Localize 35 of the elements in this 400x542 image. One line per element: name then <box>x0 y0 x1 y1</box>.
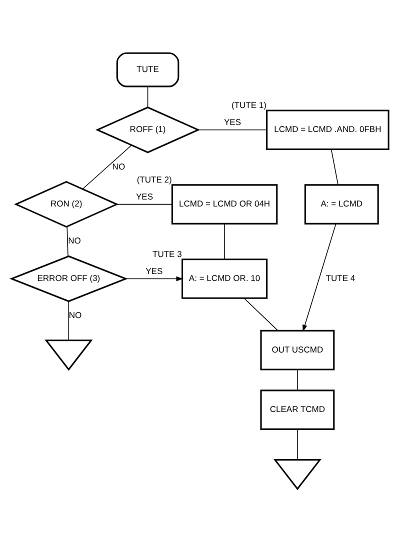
node-box: LCMD = LCMD .AND. 0FBH <box>266 110 390 150</box>
edge-label: YES <box>146 266 163 276</box>
edge-label: YES <box>224 117 242 128</box>
edge-label: TUTE 4 <box>326 272 356 283</box>
node-triangle <box>273 459 322 490</box>
edge-label: YES <box>136 192 154 202</box>
node-diamond: ROFF (1) <box>95 106 200 154</box>
node-triangle <box>44 340 93 371</box>
connector <box>297 369 298 391</box>
node-box: OUT USCMD <box>260 330 335 370</box>
edge-label: NO <box>112 161 126 172</box>
connector <box>244 298 278 331</box>
node-label: TUTE 3 <box>152 248 182 259</box>
node-box: A: = LCMD OR. 10 <box>182 258 268 299</box>
connector <box>66 226 68 257</box>
node-label: (TUTE 1) <box>231 100 266 110</box>
connector <box>198 129 267 130</box>
connector <box>224 223 225 260</box>
node-box: LCMD = LCMD OR 04H <box>171 184 278 224</box>
node-label: (TUTE 2) <box>136 174 172 184</box>
node-diamond: RON (2) <box>14 180 119 228</box>
node-box: TUTE <box>116 52 180 88</box>
node-box: CLEAR TCMD <box>260 390 335 430</box>
arrow <box>125 276 184 282</box>
edge-label: NO <box>68 236 81 246</box>
node-diamond: ERROR OFF (3) <box>9 255 128 302</box>
arrow <box>302 224 336 332</box>
node-box: A: = LCMD <box>304 184 379 224</box>
connector <box>147 86 148 108</box>
connector <box>330 149 338 186</box>
edge-label: NO <box>68 310 82 320</box>
connector <box>68 301 70 341</box>
connector <box>297 428 298 460</box>
connector <box>116 204 172 205</box>
connector <box>82 144 132 190</box>
